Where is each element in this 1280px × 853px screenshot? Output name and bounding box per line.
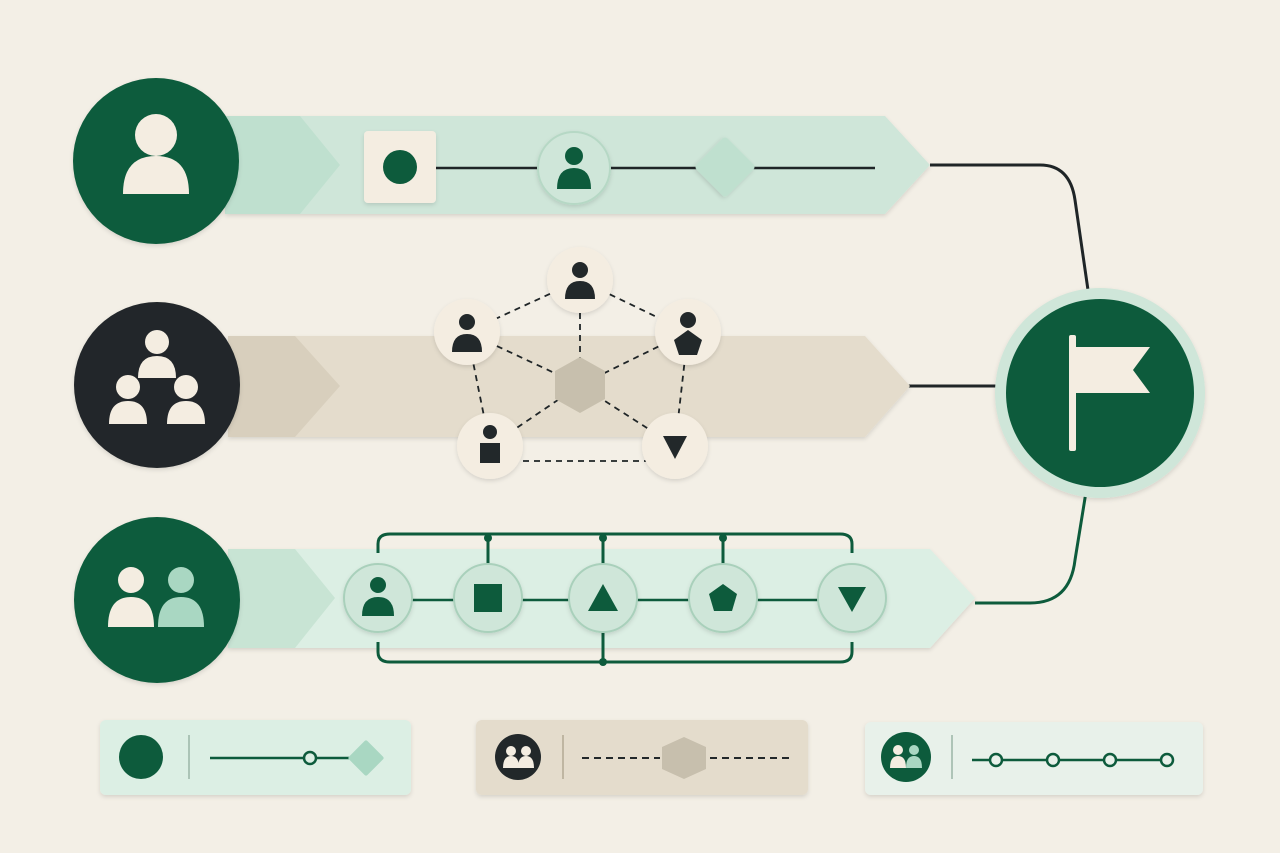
lead-avatar[interactable] [73, 78, 239, 244]
square-icon [474, 584, 502, 612]
lane-chevron [225, 116, 340, 214]
bracket-dots [484, 534, 727, 542]
two-people-icon [108, 567, 204, 627]
lane-pair [74, 517, 975, 683]
diamond-icon [348, 740, 384, 776]
legend-node-dot [302, 750, 318, 766]
node-person[interactable] [343, 563, 413, 633]
dot-icon [119, 735, 163, 779]
person-node-right[interactable] [655, 299, 721, 365]
lead-avatar[interactable] [74, 517, 240, 683]
lane-group [74, 247, 910, 479]
person-node[interactable] [537, 131, 611, 205]
legend-group[interactable] [476, 720, 808, 795]
triangle-icon [588, 584, 618, 611]
person-icon [123, 114, 189, 194]
dot-node[interactable] [364, 131, 436, 203]
pentagon-icon [709, 584, 737, 611]
team-hierarchy-icon [109, 330, 205, 424]
lead-avatar[interactable] [74, 302, 240, 468]
person-icon [565, 262, 595, 299]
node-triangle[interactable] [568, 563, 638, 633]
lane-chevron [228, 549, 335, 648]
triangle-down-icon [838, 587, 866, 612]
bracket-bottom [376, 632, 854, 664]
lane-individual [73, 78, 930, 244]
legend-individual[interactable] [100, 720, 411, 795]
hexagon-hub-icon[interactable] [555, 357, 605, 413]
two-people-icon [890, 745, 922, 768]
person-node-bottom-left[interactable] [457, 413, 523, 479]
person-node-top[interactable] [547, 247, 613, 313]
person-icon [452, 314, 482, 352]
hexagon-icon [662, 737, 706, 779]
person-square-icon [480, 425, 500, 463]
flag-icon [1069, 335, 1150, 451]
bracket-dot-bottom [599, 658, 607, 666]
goal-node[interactable] [995, 288, 1205, 498]
legend-connector-dots [988, 752, 1175, 768]
connector-lane1-to-goal [930, 163, 1090, 291]
avatar-badge [881, 732, 931, 782]
diamond-icon[interactable] [694, 136, 756, 198]
lane-chevron [228, 336, 340, 437]
dot-icon [383, 150, 417, 184]
person-icon [557, 147, 591, 189]
person-node-left[interactable] [434, 299, 500, 365]
person-pentagon-icon [674, 312, 702, 355]
connector-lane3-to-goal [975, 491, 1088, 605]
node-square[interactable] [453, 563, 523, 633]
legend-pair[interactable] [865, 722, 1203, 795]
triangle-node-bottom-right[interactable] [642, 413, 708, 479]
avatar-badge [495, 734, 541, 780]
node-pentagon[interactable] [688, 563, 758, 633]
person-icon [362, 577, 394, 616]
two-people-icon [503, 746, 534, 768]
triangle-down-icon [663, 436, 687, 459]
node-triangle-down[interactable] [817, 563, 887, 633]
